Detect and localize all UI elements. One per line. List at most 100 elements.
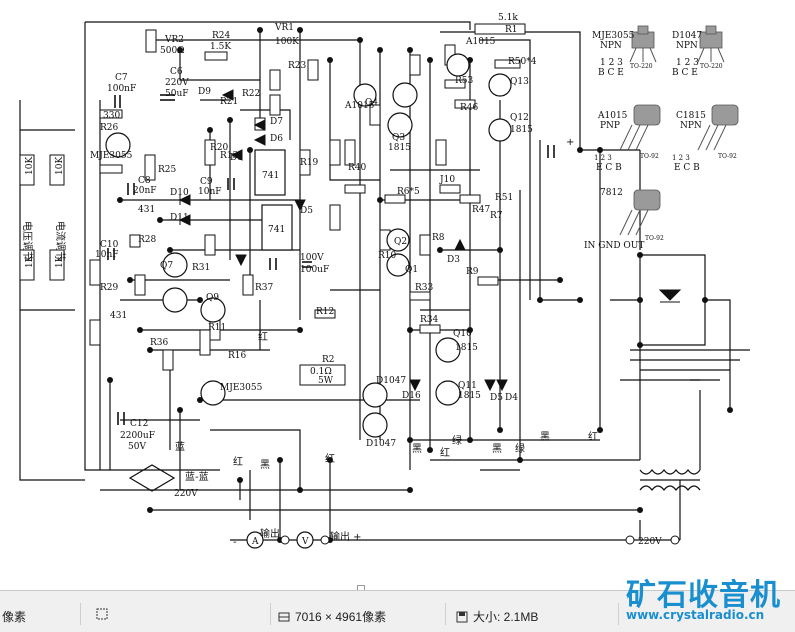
dimensions-icon bbox=[278, 612, 290, 621]
package-a1015: A1015 PNP 1 2 3 E C B TO-92 bbox=[594, 104, 661, 173]
circuit-schematic: 5.1k R1 VR1 100K VR2 500Ω R24 1.5K C6 22… bbox=[19, 13, 750, 549]
svg-text:B C E: B C E bbox=[672, 68, 698, 78]
label-black4: 黑 bbox=[540, 431, 550, 443]
status-dimensions: 7016 × 4961像素 bbox=[278, 608, 386, 625]
label-pot1: 10K bbox=[25, 157, 35, 175]
label-r33: R33 bbox=[415, 283, 434, 293]
label-c1815c: 1815 bbox=[455, 343, 478, 353]
label-pot4: 1K bbox=[55, 255, 65, 268]
label-r40: R40 bbox=[348, 163, 367, 173]
label-blue-blue: 蓝-蓝 bbox=[185, 471, 209, 483]
label-r50: R50*4 bbox=[508, 57, 537, 67]
label-meter-v: V bbox=[301, 537, 309, 547]
svg-text:TO-220: TO-220 bbox=[700, 63, 723, 70]
package-legend: MJE3055 NPN 1 2 3 B C E TO-220 D1047 NPN… bbox=[584, 25, 739, 251]
label-r36: R36 bbox=[150, 338, 169, 348]
label-q1: Q1 bbox=[405, 265, 418, 275]
label-r20: R20 bbox=[210, 143, 229, 153]
label-r2: R2 bbox=[322, 355, 335, 365]
package-c1815: C1815 NPN 1 2 3 E C B TO-92 bbox=[672, 104, 739, 173]
label-r24-val: 1.5K bbox=[210, 42, 231, 52]
label-431a: 431 bbox=[138, 205, 155, 215]
label-q11: Q11 bbox=[458, 381, 477, 391]
label-r12: R12 bbox=[316, 307, 334, 317]
status-bar: 像素 7016 × 4961像素 大小: 2.1MB bbox=[0, 590, 795, 632]
svg-text:NPN: NPN bbox=[676, 41, 698, 51]
label-r23: R23 bbox=[288, 61, 307, 71]
wiring bbox=[19, 21, 750, 541]
status-pixels: 像素 bbox=[2, 608, 26, 625]
label-q3: Q3 bbox=[392, 133, 405, 143]
selection-icon bbox=[96, 608, 108, 620]
label-c7: C7 bbox=[115, 73, 128, 83]
status-separator bbox=[445, 603, 446, 625]
label-r11: R11 bbox=[208, 323, 226, 333]
label-op2: 741 bbox=[268, 225, 285, 235]
label-red4: 红 bbox=[440, 446, 450, 459]
capacitors bbox=[107, 94, 555, 425]
label-vr2: VR2 bbox=[164, 35, 184, 45]
label-d5: D5 bbox=[300, 206, 313, 216]
label-black1: 黑 bbox=[260, 459, 270, 471]
label-r13: R13 bbox=[220, 151, 239, 161]
status-separator bbox=[270, 603, 271, 625]
label-red2: 红 bbox=[325, 452, 335, 465]
label-d11: D11 bbox=[170, 213, 189, 223]
label-q13: Q13 bbox=[510, 77, 529, 87]
label-r8: R8 bbox=[432, 233, 445, 243]
label-r21: R21 bbox=[220, 97, 238, 107]
label-220v: 220V bbox=[174, 489, 198, 499]
label-voltage-adjust: 电压调节 bbox=[21, 221, 34, 261]
label-q12: Q12 bbox=[510, 113, 529, 123]
svg-text:NPN: NPN bbox=[680, 121, 702, 131]
label-black2: 黑 bbox=[412, 443, 422, 455]
label-vr1: VR1 bbox=[274, 23, 294, 33]
status-size: 大小: 2.1MB bbox=[456, 608, 538, 625]
label-q10: Q10 bbox=[453, 329, 472, 339]
label-output: 输出 bbox=[260, 527, 280, 540]
label-r28: R28 bbox=[138, 235, 157, 245]
label-d4: D4 bbox=[505, 393, 518, 403]
label-r6: R6*5 bbox=[397, 187, 420, 197]
label-q2: Q2 bbox=[394, 237, 407, 247]
label-c12-val: 2200uF bbox=[120, 431, 155, 441]
svg-text:E C B: E C B bbox=[674, 163, 700, 173]
svg-text:E C B: E C B bbox=[596, 163, 622, 173]
meters bbox=[246, 531, 680, 549]
package-mje3055: MJE3055 NPN 1 2 3 B C E TO-220 bbox=[592, 25, 657, 78]
label-d5b: D5 bbox=[490, 393, 503, 403]
label-pot3: 1K bbox=[25, 255, 35, 268]
label-d6: D6 bbox=[270, 134, 283, 144]
label-r9: R9 bbox=[466, 267, 479, 277]
label-d8: D8 bbox=[230, 153, 243, 163]
status-size-text: 大小: 2.1MB bbox=[473, 610, 539, 624]
label-meter-a: A bbox=[251, 537, 259, 547]
svg-text:D1047: D1047 bbox=[672, 31, 702, 41]
package-7812: 7812 IN GND OUT TO-92 bbox=[584, 188, 664, 251]
svg-text:MJE3055: MJE3055 bbox=[592, 31, 635, 41]
label-red5: 红 bbox=[588, 430, 598, 443]
label-blue: 蓝 bbox=[175, 441, 185, 453]
label-r26-val: 330 bbox=[103, 111, 120, 121]
label-r47: R47 bbox=[472, 205, 491, 215]
label-r1: R1 bbox=[505, 25, 518, 35]
label-green1: 绿 bbox=[452, 434, 462, 447]
svg-text:7812: 7812 bbox=[600, 188, 623, 198]
status-separator bbox=[618, 603, 619, 625]
transformer bbox=[639, 469, 701, 491]
label-r51: R51 bbox=[495, 193, 513, 203]
svg-text:NPN: NPN bbox=[600, 41, 622, 51]
status-pixels-label: 像素 bbox=[2, 610, 27, 624]
label-r26: R26 bbox=[100, 123, 119, 133]
label-r25: R25 bbox=[158, 165, 177, 175]
label-d7: D7 bbox=[270, 117, 283, 127]
label-r2-val2: 5W bbox=[318, 376, 334, 386]
svg-text:TO-220: TO-220 bbox=[630, 63, 653, 70]
label-vr2-val: 500Ω bbox=[160, 46, 185, 56]
label-r29: R29 bbox=[100, 283, 119, 293]
svg-text:PNP: PNP bbox=[600, 121, 620, 131]
label-black3: 黑 bbox=[492, 443, 502, 455]
label-c7-val: 100nF bbox=[107, 84, 136, 94]
label-c8: C8 bbox=[138, 176, 151, 186]
label-c10-val: 10nF bbox=[95, 250, 119, 260]
